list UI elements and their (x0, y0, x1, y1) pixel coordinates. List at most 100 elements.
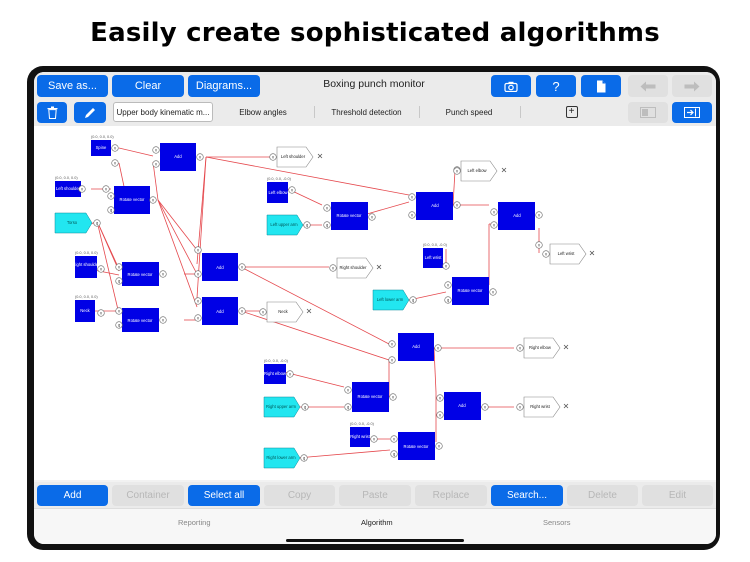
copy-button[interactable]: Copy (264, 485, 335, 506)
port-circle[interactable] (301, 403, 309, 411)
port-circle[interactable] (344, 386, 352, 394)
rotate-vector-node[interactable] (122, 308, 159, 332)
torso-sensor-node[interactable] (54, 212, 93, 234)
port-circle[interactable] (194, 314, 202, 322)
close-icon[interactable] (306, 308, 312, 314)
rotate-vector-node[interactable] (114, 186, 150, 214)
right-wrist-output-node[interactable] (523, 396, 561, 418)
port-circle[interactable] (408, 211, 416, 219)
port-circle[interactable] (389, 393, 397, 401)
port-circle[interactable] (286, 370, 294, 378)
port-circle[interactable] (323, 204, 331, 212)
camera-button[interactable] (491, 75, 531, 97)
neck-output-node[interactable] (266, 301, 304, 323)
tab-algorithm[interactable]: Algorithm (361, 518, 393, 527)
port-circle[interactable] (535, 241, 543, 249)
algorithm-diagram[interactable]: Spine Left shoulder Torso Rotate vector … (34, 126, 716, 480)
port-circle[interactable] (303, 221, 311, 229)
port-circle[interactable] (115, 321, 123, 329)
port-circle[interactable] (434, 344, 442, 352)
rotate-vector-node[interactable] (352, 382, 389, 412)
port-circle[interactable] (368, 213, 376, 221)
port-circle[interactable] (111, 144, 119, 152)
port-circle[interactable] (444, 296, 452, 304)
algorithm-canvas[interactable]: Spine Left shoulder Torso Rotate vector … (34, 126, 716, 480)
save-as-button[interactable]: Save as... (37, 75, 108, 97)
port-circle[interactable] (238, 263, 246, 271)
port-circle[interactable] (78, 185, 86, 193)
port-circle[interactable] (436, 411, 444, 419)
port-circle[interactable] (329, 264, 337, 272)
right-elbow-output-node[interactable] (523, 337, 561, 359)
rotate-vector-node[interactable] (122, 262, 159, 286)
port-circle[interactable] (97, 265, 105, 273)
close-icon[interactable] (317, 153, 323, 159)
right-upper-arm-sensor-node[interactable] (263, 396, 301, 418)
edit-button[interactable]: Edit (642, 485, 713, 506)
add-node[interactable] (160, 143, 196, 171)
port-circle[interactable] (115, 277, 123, 285)
close-icon[interactable] (563, 403, 569, 409)
port-circle[interactable] (159, 316, 167, 324)
pencil-button[interactable] (74, 102, 106, 123)
add-node[interactable] (498, 202, 535, 230)
expand-panel-button[interactable] (672, 102, 712, 123)
port-circle[interactable] (196, 153, 204, 161)
port-circle[interactable] (535, 211, 543, 219)
port-circle[interactable] (390, 450, 398, 458)
port-circle[interactable] (489, 288, 497, 296)
paste-button[interactable]: Paste (339, 485, 411, 506)
tab-punch-speed[interactable]: Punch speed (445, 107, 493, 117)
right-lower-arm-sensor-node[interactable] (263, 447, 301, 469)
port-circle[interactable] (516, 403, 524, 411)
port-circle[interactable] (436, 394, 444, 402)
redo-button[interactable] (672, 75, 712, 97)
close-icon[interactable] (589, 250, 595, 256)
delete-button[interactable]: Delete (567, 485, 638, 506)
tab-reporting[interactable]: Reporting (178, 518, 211, 527)
document-button[interactable] (581, 75, 621, 97)
collapse-panel-button[interactable] (628, 102, 668, 123)
port-circle[interactable] (115, 263, 123, 271)
add-node[interactable] (398, 333, 434, 361)
port-circle[interactable] (259, 308, 267, 316)
port-circle[interactable] (238, 307, 246, 315)
add-node[interactable] (202, 297, 238, 325)
port-circle[interactable] (481, 403, 489, 411)
close-icon[interactable] (563, 344, 569, 350)
left-shoulder-output-node[interactable] (276, 146, 314, 168)
port-circle[interactable] (300, 454, 308, 462)
port-circle[interactable] (194, 270, 202, 278)
port-circle[interactable] (388, 356, 396, 364)
port-circle[interactable] (107, 192, 115, 200)
port-circle[interactable] (93, 219, 101, 227)
close-icon[interactable] (376, 264, 382, 270)
port-circle[interactable] (444, 281, 452, 289)
tab-upper-body[interactable]: Upper body kinematic m... (113, 102, 213, 122)
port-circle[interactable] (344, 403, 352, 411)
right-elbow-node[interactable] (264, 364, 286, 384)
port-circle[interactable] (490, 221, 498, 229)
add-node[interactable] (202, 253, 238, 281)
port-circle[interactable] (152, 146, 160, 154)
port-circle[interactable] (149, 196, 157, 204)
port-circle[interactable] (269, 153, 277, 161)
port-circle[interactable] (288, 186, 296, 194)
port-circle[interactable] (542, 250, 550, 258)
port-circle[interactable] (152, 160, 160, 168)
right-wrist-node[interactable] (350, 427, 370, 447)
right-shoulder-node[interactable] (75, 256, 97, 278)
tab-elbow-angles[interactable]: Elbow angles (239, 107, 287, 117)
select-all-button[interactable]: Select all (188, 485, 260, 506)
port-circle[interactable] (408, 193, 416, 201)
tab-threshold-detection[interactable]: Threshold detection (331, 107, 402, 117)
port-circle[interactable] (194, 297, 202, 305)
add-tab-button[interactable]: + (534, 102, 609, 122)
port-circle[interactable] (409, 296, 417, 304)
port-circle[interactable] (102, 185, 110, 193)
container-button[interactable]: Container (112, 485, 184, 506)
search-button[interactable]: Search... (491, 485, 563, 506)
port-circle[interactable] (453, 167, 461, 175)
port-circle[interactable] (370, 435, 378, 443)
port-circle[interactable] (490, 208, 498, 216)
